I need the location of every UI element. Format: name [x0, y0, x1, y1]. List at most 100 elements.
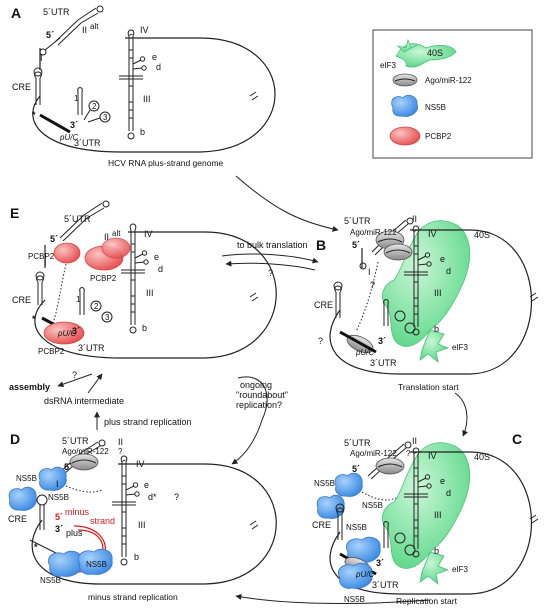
panel-d-ns5b-c: NS5B — [40, 576, 61, 585]
panel-d-d: d* — [148, 492, 157, 502]
panel-a-utr5: 5´UTR — [43, 7, 70, 17]
legend-ns5b: NS5B — [425, 103, 446, 112]
panel-d-minus: minus — [65, 507, 90, 517]
panel-d-ago — [69, 453, 99, 471]
panel-a: A 5´UTR II alt 5´ I IV e d III b CRE * p… — [11, 5, 276, 168]
panel-e-three: 3 — [105, 313, 110, 322]
panel-c-utr5: 5´UTR — [344, 438, 371, 448]
panel-c-ns5b-d: NS5B — [344, 595, 365, 604]
panel-e-three-prime: 3´ — [72, 326, 80, 336]
panel-a-caption: HCV RNA plus-strand genome — [108, 158, 224, 168]
panel-b-cre: CRE — [314, 300, 333, 310]
panel-c-ns5b-a: NS5B — [314, 479, 335, 488]
legend-ns5b-shape — [391, 94, 418, 117]
panel-e-iii: III — [146, 288, 154, 298]
legend-eif3: eIF3 — [380, 61, 397, 70]
panel-e-one: 1 — [76, 295, 81, 304]
panel-e-five-prime: 5´ — [50, 234, 58, 244]
panel-e-utr3: 3´UTR — [78, 343, 105, 353]
panel-e: E 5´UTR PCBP2 PCBP2 PCBP2 II alt 5´ I IV… — [10, 200, 277, 359]
panel-e-cre: CRE — [12, 295, 31, 305]
panel-e-d: d — [158, 264, 163, 274]
ongoing-1: ongoing — [240, 380, 272, 390]
panel-e-pcbp2-c: PCBP2 — [38, 347, 65, 356]
panel-b-caption: Translation start — [398, 382, 459, 392]
panel-d-ns5b-a: NS5B — [16, 474, 37, 483]
panel-e-e: e — [154, 252, 159, 262]
panel-b-ribosome — [381, 220, 471, 347]
panel-a-iii: III — [143, 94, 151, 104]
legend-ago: Ago/miR-122 — [425, 76, 472, 85]
panel-d-roman-iv: IV — [136, 459, 145, 469]
panel-d-letter: D — [10, 431, 20, 447]
legend-forty-s: 40S — [427, 48, 443, 58]
panel-e-genome-loop — [34, 231, 277, 359]
panel-a-roman-iv: IV — [140, 25, 149, 35]
assembly-label: assembly — [9, 382, 50, 392]
panel-b-q1: ? — [370, 280, 375, 290]
panel-a-three-prime: 3´ — [70, 120, 78, 130]
panel-b-genome-loop — [329, 229, 533, 375]
arrow-dsrna-to-e — [87, 373, 103, 394]
panel-b-utr5: 5´UTR — [344, 216, 371, 226]
panel-a-two: 2 — [92, 102, 97, 111]
panel-e-iialt-sup: alt — [112, 229, 121, 238]
panel-e-b: b — [142, 323, 147, 333]
panel-b-puc: pU/C — [355, 348, 374, 357]
panel-a-five-prime: 5´ — [46, 30, 54, 40]
panel-c-ns5b-2 — [316, 494, 345, 519]
panel-c-iii: III — [434, 510, 442, 520]
legend-ribosome-shape — [395, 43, 457, 68]
panel-e-pcbp2-1 — [53, 242, 81, 264]
panel-c-q: ? — [406, 449, 411, 458]
panel-d-utr5: 5´UTR — [62, 436, 89, 446]
panel-a-one: 1 — [74, 94, 79, 103]
panel-e-iialt: II — [104, 232, 109, 242]
panel-c-ribosome — [381, 442, 471, 569]
panel-b-roman-iv: IV — [428, 229, 437, 239]
panel-b-d: d — [446, 266, 451, 276]
panel-d-plus: plus — [66, 528, 83, 538]
panel-d-ns5b-3 — [48, 550, 83, 577]
panel-b-ago-label: Ago/miR-122 — [350, 228, 397, 237]
panel-b-five-prime: 5´ — [352, 240, 360, 250]
panel-a-e: e — [152, 52, 157, 62]
legend-ago-shape — [392, 73, 418, 87]
arrow-b-to-e — [225, 260, 316, 271]
panel-d-iii: III — [138, 520, 146, 530]
legend-pcbp2-shape — [389, 126, 421, 146]
dsrna-label: dsRNA intermediate — [44, 396, 124, 406]
panel-c-utr3: 3´UTR — [372, 580, 399, 590]
panel-d-ns5b-d: NS5B — [86, 560, 107, 569]
panel-c-roman-ii: II — [412, 436, 417, 446]
panel-a-three: 3 — [103, 113, 108, 122]
plus-rep-label: plus strand replication — [104, 417, 192, 427]
panel-c-ns5b-1 — [334, 472, 363, 497]
arrow-ongoing — [231, 376, 268, 465]
panel-d-q2: ? — [174, 492, 179, 502]
arrow-a-to-b — [235, 175, 339, 232]
panel-c-d: d — [446, 488, 451, 498]
panel-c-e: e — [440, 476, 445, 486]
to-bulk-q: ? — [268, 268, 273, 278]
panel-d-roman-ii: II — [118, 437, 123, 447]
panel-a-b: b — [140, 127, 145, 137]
arrow-e-to-b — [221, 253, 319, 264]
panel-d-five-prime: 5´ — [64, 462, 72, 472]
panel-d-star: * — [34, 542, 38, 552]
panel-a-letter: A — [11, 5, 21, 21]
panel-d-cre: CRE — [8, 514, 27, 524]
panel-c-puc: pU/C — [355, 570, 374, 579]
panel-d-ns5b-1 — [38, 466, 67, 491]
panel-e-utr5: 5´UTR — [64, 214, 91, 224]
panel-c-ns5b-b: NS5B — [362, 501, 383, 510]
panel-c-forty-s: 40S — [474, 452, 490, 462]
ongoing-3: replication? — [236, 400, 282, 410]
panel-c-caption: Replication start — [396, 596, 458, 606]
panel-d-strand: strand — [90, 516, 115, 526]
panel-b-three-prime: 3´ — [378, 336, 386, 346]
panel-e-roman-iv: IV — [144, 229, 153, 239]
panel-e-star: * — [32, 314, 36, 324]
panel-b-roman-i: I — [368, 267, 371, 277]
